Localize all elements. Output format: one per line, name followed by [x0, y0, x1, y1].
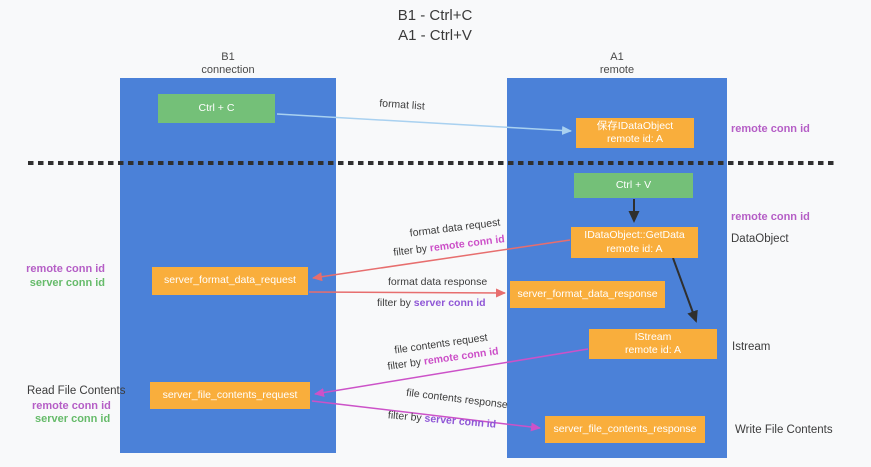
annotation-server-conn-id-left-top: server conn id	[29, 277, 105, 289]
filter-by-text: filter by	[377, 297, 414, 309]
edge-file-contents-response	[311, 400, 541, 432]
lifeline-a1-name: A1	[610, 51, 624, 63]
node-ctrl-v: Ctrl + V	[574, 173, 693, 198]
annotation-remote-conn-id-left-top: remote conn id	[26, 263, 105, 275]
lifeline-header-a1: A1 remote	[567, 51, 667, 77]
annotation-remote-conn-id-mid-right: remote conn id	[731, 211, 810, 223]
node-istream-line1: IStream	[634, 330, 672, 343]
annotation-remote-conn-id-top-right: remote conn id	[731, 123, 810, 135]
node-server-file-contents-request: server_file_contents_request	[150, 382, 310, 409]
node-istream-line2: remote id: A	[624, 344, 682, 356]
node-istream: IStream remote id: A	[589, 329, 717, 359]
node-server-format-data-response: server_format_data_response	[510, 281, 665, 308]
node-ctrl-c: Ctrl + C	[158, 94, 275, 123]
annotation-read-file-contents: Read File Contents	[27, 385, 126, 397]
edge-getdata-to-istream	[672, 257, 698, 323]
node-server-file-contents-request-label: server_file_contents_request	[162, 388, 298, 401]
annotation-write-file-contents: Write File Contents	[735, 424, 833, 436]
lifeline-b1-role: connection	[201, 64, 255, 76]
edge-format-data-response	[308, 288, 506, 298]
edge-filter-format-data-response: filter by server conn id	[377, 297, 486, 309]
node-idataobject-getdata: IDataObject::GetData remote id: A	[571, 227, 698, 258]
edge-format-data-request	[312, 239, 571, 282]
node-server-file-contents-response: server_file_contents_response	[545, 416, 705, 443]
node-save-idataobject-line2: remote id: A	[606, 133, 664, 145]
title-line-2: A1 - Ctrl+V	[398, 27, 472, 44]
node-server-file-contents-response-label: server_file_contents_response	[553, 422, 697, 435]
edge-label-format-data-response: format data response	[388, 276, 488, 288]
annotation-conn-ids-left-top: remote conn id server conn id	[15, 262, 105, 290]
lifeline-a1-role: remote	[599, 64, 635, 76]
annotation-remote-conn-id-left-bottom: remote conn id	[32, 400, 111, 412]
annotation-dataobject: DataObject	[731, 233, 789, 245]
filter-server-conn-id: server conn id	[413, 297, 486, 309]
node-ctrl-v-label: Ctrl + V	[615, 178, 652, 191]
node-save-idataobject: 保存IDataObject remote id: A	[576, 118, 694, 148]
title-line-1: B1 - Ctrl+C	[397, 7, 473, 24]
node-save-idataobject-line1: 保存IDataObject	[596, 119, 674, 132]
node-server-format-data-request-label: server_format_data_request	[164, 274, 296, 287]
diagram-title: B1 - Ctrl+C A1 - Ctrl+V	[285, 6, 585, 46]
annotation-istream: Istream	[732, 341, 771, 353]
edge-file-contents-request	[314, 348, 589, 397]
edge-format-list	[276, 113, 572, 135]
node-idataobject-getdata-line2: remote id: A	[606, 242, 663, 255]
annotation-server-conn-id-left-bottom: server conn id	[35, 413, 111, 425]
lifeline-header-b1: B1 connection	[178, 51, 278, 77]
node-server-format-data-response-label: server_format_data_response	[517, 287, 658, 300]
node-server-format-data-request: server_format_data_request	[152, 267, 308, 295]
node-idataobject-getdata-line1: IDataObject::GetData	[584, 229, 685, 242]
lifeline-b1-name: B1	[221, 51, 235, 63]
node-ctrl-c-label: Ctrl + C	[198, 101, 235, 114]
